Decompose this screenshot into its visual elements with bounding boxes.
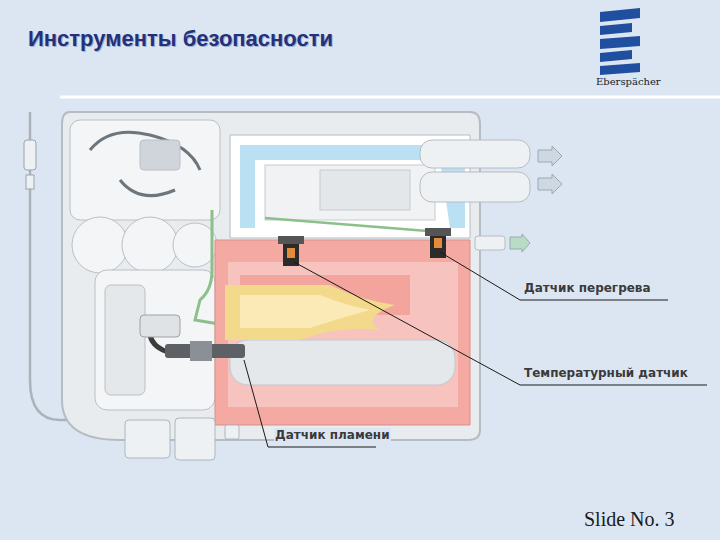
drawing-part	[420, 140, 530, 168]
drawing-part	[278, 236, 304, 244]
drawing-part	[230, 340, 455, 385]
drawing-part	[95, 270, 215, 410]
drawing-part	[600, 36, 640, 49]
drawing-part	[265, 218, 440, 232]
drawing-part	[265, 165, 435, 220]
drawing-part	[320, 170, 410, 210]
brand-name: Eberspächer	[596, 76, 661, 87]
drawing-part	[287, 248, 295, 258]
drawing-part	[420, 172, 530, 202]
fuel-connector	[24, 140, 36, 170]
fuel-connector	[26, 175, 34, 189]
drawing-part	[225, 425, 239, 439]
drawing-part	[475, 236, 505, 250]
drawing-part	[600, 8, 640, 22]
drawing-part	[600, 50, 632, 62]
heater-housing	[62, 112, 480, 440]
drawing-part	[140, 140, 180, 170]
drawing-part	[120, 180, 175, 196]
drawing-part	[125, 420, 170, 458]
drawing-part	[215, 240, 470, 425]
flame-sensor	[140, 315, 245, 361]
drawing-part	[538, 146, 562, 166]
drawing-part	[175, 418, 215, 460]
drawing-part	[440, 252, 668, 300]
logo-mark	[600, 8, 640, 75]
drawing-part	[600, 63, 640, 75]
flame	[225, 285, 395, 340]
drawing-part	[283, 242, 299, 266]
drawing-part	[140, 315, 180, 337]
header-rule	[60, 96, 720, 99]
flow-arrows	[510, 146, 562, 252]
slide-title: Инструменты безопасности	[28, 26, 333, 52]
drawing-part	[90, 132, 200, 170]
drawing-part	[294, 262, 707, 385]
connectors	[125, 418, 239, 460]
callout-label: Температурный датчик	[523, 366, 689, 380]
leader-line	[244, 252, 707, 447]
blower	[70, 120, 220, 410]
water-pipes	[420, 140, 530, 250]
drawing-part	[72, 217, 128, 273]
drawing-part	[600, 23, 632, 35]
callout-label: Датчик перегрева	[523, 281, 652, 295]
slide-number: Slide No. 3	[584, 508, 675, 531]
drawing-part	[538, 174, 562, 194]
drawing-part	[425, 228, 451, 236]
drawing-part	[510, 234, 530, 252]
drawing-part	[434, 238, 442, 248]
callout-label: Датчик пламени	[274, 428, 391, 442]
drawing-part	[122, 217, 178, 273]
combustion-chamber	[215, 240, 470, 425]
drawing-part	[225, 285, 395, 340]
drawing-part	[190, 341, 212, 361]
drawing-part	[240, 295, 370, 328]
drawing-part	[105, 285, 145, 395]
overheat-sensor	[425, 228, 451, 258]
drawing-part	[70, 120, 220, 220]
temperature-sensor	[278, 236, 304, 266]
drawing-part	[173, 223, 217, 267]
